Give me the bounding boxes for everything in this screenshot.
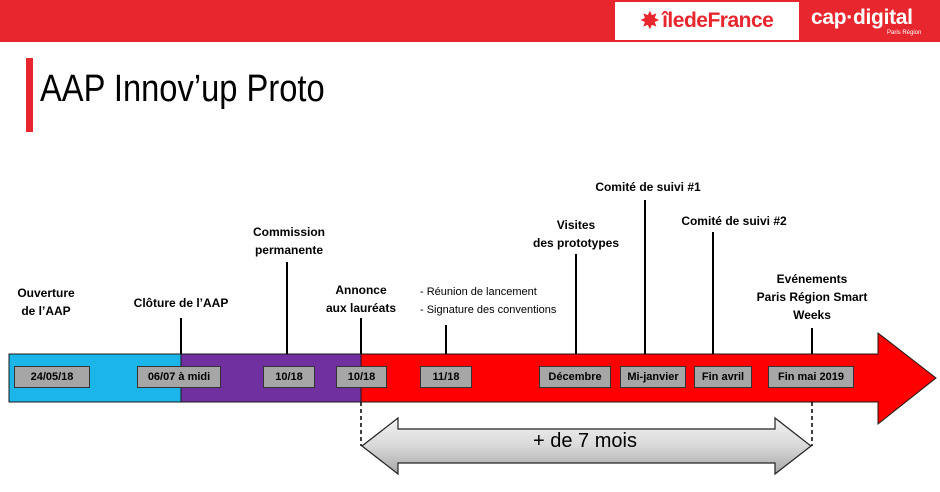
date-box-reunion: 11/18 bbox=[420, 366, 472, 388]
star-icon: ✸ bbox=[640, 8, 660, 33]
event-label-line: - Signature des conventions bbox=[420, 304, 557, 316]
date-box-visites: Décembre bbox=[539, 366, 611, 388]
event-label-line: Commission bbox=[252, 225, 326, 239]
event-label-comite1: Comité de suivi #1 bbox=[595, 178, 700, 196]
event-label-line: Evénements bbox=[776, 272, 848, 286]
capdigital-logo: cap·digital Paris Région bbox=[801, 2, 940, 40]
event-label-line: Visites bbox=[556, 218, 596, 232]
event-label-line: aux lauréats bbox=[325, 301, 397, 315]
date-box-comite1: Mi-janvier bbox=[620, 366, 686, 388]
date-box-evenements: Fin mai 2019 bbox=[768, 366, 854, 388]
page-title: AAP Innov’up Proto bbox=[40, 68, 325, 110]
event-label-line: Paris Région Smart bbox=[756, 290, 868, 304]
event-label-line: permanente bbox=[254, 243, 324, 257]
event-label-cloture: Clôture de l’AAP bbox=[134, 294, 229, 312]
event-label-line: Comité de suivi #1 bbox=[595, 180, 701, 194]
event-label-annonce: Annonce aux lauréats bbox=[326, 281, 396, 317]
event-label-line: de l’AAP bbox=[21, 304, 71, 318]
date-box-comite2: Fin avril bbox=[694, 366, 752, 388]
date-box-annonce: 10/18 bbox=[336, 366, 387, 388]
duration-label: + de 7 mois bbox=[533, 430, 637, 452]
date-box-closing: 06/07 à midi bbox=[137, 366, 221, 388]
event-label-line: Annonce bbox=[335, 283, 387, 297]
event-label-visites: Visites des prototypes bbox=[533, 216, 619, 252]
event-label-line: Ouverture bbox=[17, 286, 75, 300]
event-label-reunion: - Réunion de lancement - Signature des c… bbox=[420, 283, 556, 319]
event-label-line: Weeks bbox=[793, 308, 831, 322]
iledefrance-logo: ✸ îledeFrance bbox=[615, 2, 799, 40]
event-label-line: Clôture de l’AAP bbox=[133, 296, 229, 310]
event-label-line: - Réunion de lancement bbox=[420, 286, 537, 298]
event-label-line: Comité de suivi #2 bbox=[681, 214, 787, 228]
event-label-comite2: Comité de suivi #2 bbox=[681, 212, 786, 230]
capdigital-logo-text: cap·digital bbox=[811, 6, 913, 29]
title-accent-bar bbox=[26, 58, 33, 132]
duration-double-arrow bbox=[361, 416, 812, 476]
date-box-commission: 10/18 bbox=[263, 366, 315, 388]
event-label-ouverture: Ouverture de l’AAP bbox=[17, 284, 74, 320]
event-label-evenements: Evénements Paris Région Smart Weeks bbox=[757, 270, 868, 324]
date-box-opening: 24/05/18 bbox=[14, 366, 90, 388]
event-label-line: des prototypes bbox=[532, 236, 620, 250]
capdigital-logo-subtext: Paris Région bbox=[887, 30, 922, 36]
event-label-commission: Commission permanente bbox=[253, 223, 325, 259]
iledefrance-logo-text: îledeFrance bbox=[662, 9, 774, 32]
